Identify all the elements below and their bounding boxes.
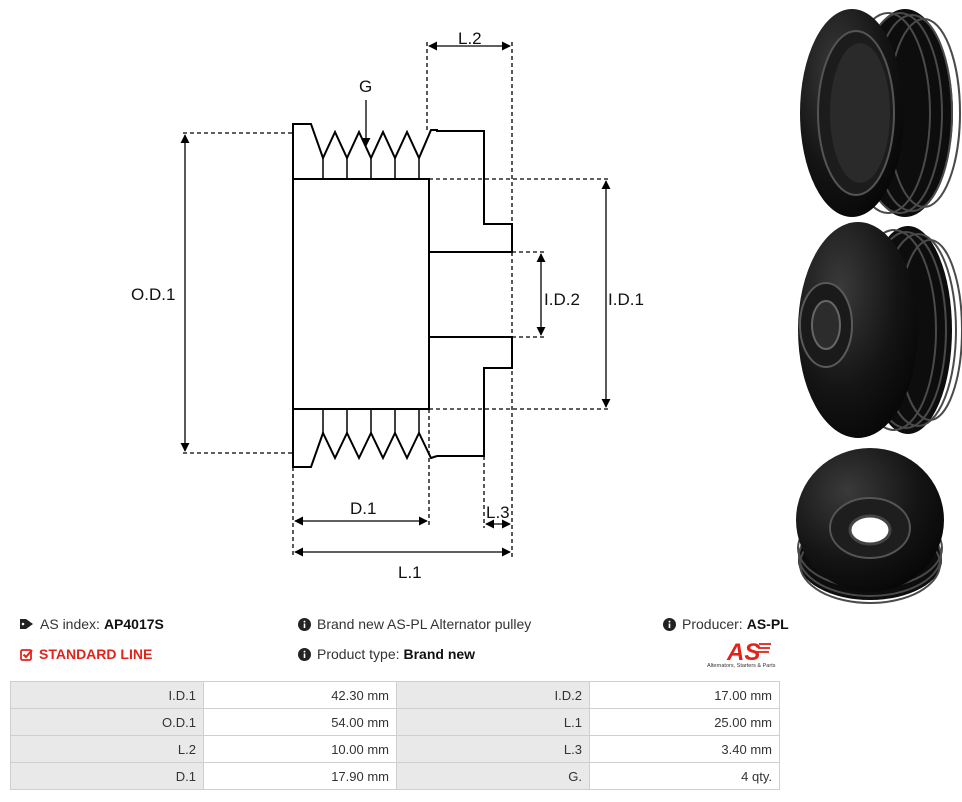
spec-value-cell: 17.90 mm	[203, 762, 397, 790]
as-logo: AS Alternators, Starters & Parts	[705, 637, 783, 669]
spec-value-cell: 4 qty.	[589, 762, 780, 790]
info-icon	[663, 617, 676, 631]
spec-key-cell: G.	[396, 762, 590, 790]
standard-line: STANDARD LINE	[20, 646, 152, 662]
pulley-photo-2	[798, 222, 962, 438]
label-id1: I.D.1	[608, 290, 644, 309]
spec-key-cell: I.D.1	[10, 681, 204, 709]
spec-key-cell: L.2	[10, 735, 204, 763]
product-type-label: Product type:	[317, 646, 400, 662]
product-type: Product type: Brand new	[298, 646, 475, 662]
description-text: Brand new AS-PL Alternator pulley	[317, 616, 532, 632]
label-od1: O.D.1	[131, 285, 175, 304]
as-index: AS index: AP4017S	[20, 616, 164, 632]
pulley-technical-drawing: G L.2 O.D.1 I.D.2 I.D.1 D.1 L.3 L.1	[131, 29, 644, 582]
as-logo-tagline: Alternators, Starters & Parts	[707, 663, 776, 669]
tag-icon	[20, 618, 34, 630]
producer: Producer: AS-PL	[663, 616, 789, 632]
spec-value-cell: 54.00 mm	[203, 708, 397, 736]
pulley-photo-3	[796, 448, 944, 604]
spec-key-cell: O.D.1	[10, 708, 204, 736]
label-l3: L.3	[486, 503, 510, 522]
label-l2: L.2	[458, 29, 482, 48]
spec-value-cell: 25.00 mm	[589, 708, 780, 736]
spec-value-cell: 3.40 mm	[589, 735, 780, 763]
spec-key-cell: I.D.2	[396, 681, 590, 709]
spec-key-cell: L.1	[396, 708, 590, 736]
product-type-value: Brand new	[403, 646, 476, 662]
spec-value-cell: 10.00 mm	[203, 735, 397, 763]
as-index-label: AS index:	[40, 616, 100, 632]
as-index-value: AP4017S	[103, 616, 164, 632]
as-logo-text: AS	[726, 639, 760, 666]
description: Brand new AS-PL Alternator pulley	[298, 616, 531, 632]
info-icon	[298, 617, 311, 631]
product-photos	[796, 9, 962, 604]
producer-label: Producer:	[682, 616, 743, 632]
label-l1: L.1	[398, 563, 422, 582]
checkbox-icon	[20, 648, 33, 661]
spec-key-cell: L.3	[396, 735, 590, 763]
label-d1: D.1	[350, 499, 376, 518]
spec-value-cell: 42.30 mm	[203, 681, 397, 709]
producer-value: AS-PL	[746, 616, 789, 632]
standard-line-text: STANDARD LINE	[39, 646, 153, 662]
spec-key-cell: D.1	[10, 762, 204, 790]
label-g: G	[359, 77, 372, 96]
spec-value-cell: 17.00 mm	[589, 681, 780, 709]
label-id2: I.D.2	[544, 290, 580, 309]
info-icon	[298, 647, 311, 661]
pulley-photo-1	[800, 9, 961, 217]
